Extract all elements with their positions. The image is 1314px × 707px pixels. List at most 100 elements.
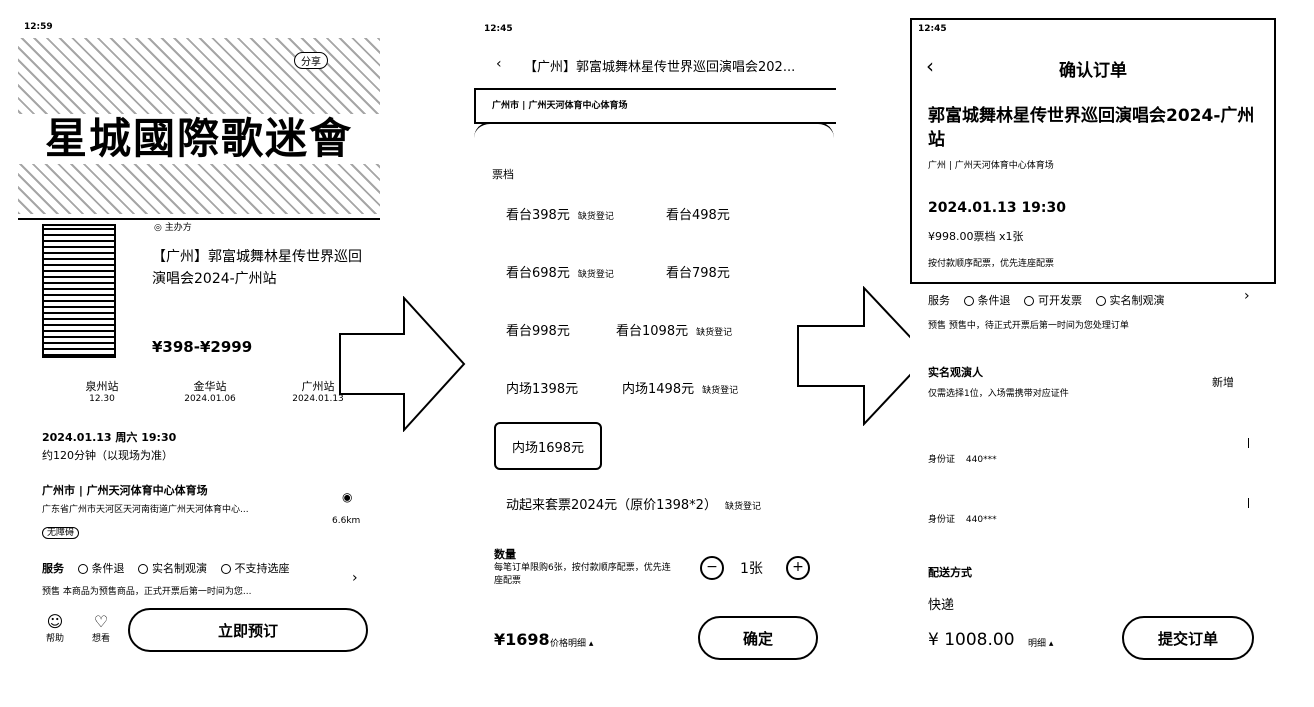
venue-address: 广东省广州市天河区天河南街道广州天河体育中心... bbox=[42, 505, 249, 515]
presale-note: 预售 本商品为预售商品，正式开票后第一时间为您... bbox=[42, 587, 252, 597]
share-label: 分享 bbox=[301, 57, 321, 68]
confirm-button[interactable]: 确定 bbox=[698, 616, 818, 660]
stockout-tag: 缺货登记 bbox=[577, 270, 614, 280]
caret-up-icon: ▴ bbox=[1048, 639, 1054, 649]
station-name: 广州站 bbox=[301, 380, 335, 393]
screen-event-detail: 12:59 星城國際歌迷會 分享 ◎ 主办方 【广州】郭富城舞林星传世界巡回演唱… bbox=[18, 18, 380, 658]
want-label: 想看 bbox=[91, 634, 110, 644]
detail-label: 明细 bbox=[1028, 639, 1047, 649]
event-duration: 约120分钟（以现场为准） bbox=[42, 449, 173, 462]
attendee-row[interactable]: 身份证 440*** bbox=[928, 452, 1258, 465]
id-masked: 440*** bbox=[965, 515, 997, 525]
venue-name[interactable]: 广州市 | 广州天河体育中心体育场 bbox=[42, 484, 208, 497]
station-广州[interactable]: 广州站 2024.01.13 bbox=[286, 378, 350, 404]
attendee-row[interactable]: 身份证 440*** bbox=[928, 512, 1258, 525]
hero-banner: 12:59 星城國際歌迷會 分享 bbox=[18, 18, 380, 220]
check-icon bbox=[138, 564, 148, 574]
ticket-label: 看台998元 bbox=[506, 324, 570, 339]
event-poster bbox=[42, 224, 116, 358]
services-row[interactable]: 服务 条件退 可开发票 实名制观演 bbox=[928, 292, 1258, 308]
price-detail-link[interactable]: 价格明细 ▴ bbox=[550, 636, 593, 649]
caret-up-icon: ▴ bbox=[588, 639, 594, 649]
hero-text: 星城國際歌迷會 bbox=[18, 114, 380, 164]
ticket-label: 内场1398元 bbox=[506, 382, 579, 397]
station-date: 12.30 bbox=[89, 394, 115, 404]
service-item: 不支持选座 bbox=[234, 562, 290, 575]
quantity-value: 1张 bbox=[740, 561, 763, 577]
station-金华[interactable]: 金华站 2024.01.06 bbox=[178, 378, 242, 404]
help-button[interactable]: ☺ 帮助 bbox=[40, 612, 70, 644]
attendee-title: 实名观演人 bbox=[928, 366, 983, 379]
help-icon: ☺ bbox=[46, 612, 64, 631]
stockout-tag: 缺货登记 bbox=[702, 386, 739, 396]
venue-line: 广州市 | 广州天河体育中心体育场 bbox=[492, 101, 628, 111]
ticket-option[interactable]: 动起来套票2024元（原价1398*2）缺货登记 bbox=[506, 494, 761, 513]
id-type: 身份证 bbox=[928, 515, 956, 525]
plus-icon[interactable]: + bbox=[786, 556, 810, 580]
minus-icon[interactable]: − bbox=[700, 556, 724, 580]
attendee-add-button[interactable]: 新增 bbox=[1212, 376, 1234, 389]
ticket-label: 看台698元 bbox=[506, 266, 570, 281]
ticket-option-selected[interactable]: 内场1698元 bbox=[494, 422, 602, 470]
service-item: 可开发票 bbox=[1038, 294, 1082, 307]
presale-note: 预售中，待正式开票后第一时间为您处理订单 bbox=[948, 321, 1129, 331]
ticket-label: 看台398元 bbox=[506, 208, 570, 223]
ticket-label: 看台798元 bbox=[666, 266, 730, 281]
flow-arrow-2 bbox=[796, 286, 932, 426]
venue-tag-label: 无障碍 bbox=[42, 527, 80, 539]
services-row[interactable]: 服务 条件退 实名制观演 不支持选座 bbox=[42, 560, 362, 576]
order-venue-line: 广州 | 广州天河体育中心体育场 bbox=[928, 161, 1054, 171]
id-masked: 440*** bbox=[965, 455, 997, 465]
ticket-label: 内场1698元 bbox=[511, 440, 585, 456]
ticket-option[interactable]: 看台698元缺货登记 bbox=[506, 262, 614, 281]
check-icon bbox=[77, 564, 88, 574]
location-icon[interactable]: ◉ bbox=[342, 490, 353, 504]
service-item: 条件退 bbox=[91, 562, 125, 575]
attendee-checkbox[interactable] bbox=[1248, 438, 1249, 448]
service-item: 实名制观演 bbox=[152, 562, 207, 575]
header-title: 【广州】郭富城舞林星传世界巡回演唱会202... bbox=[524, 60, 796, 75]
total-price: ¥1698 bbox=[494, 630, 550, 649]
organizer-row: ◎ 主办方 bbox=[154, 220, 192, 233]
ticket-option[interactable]: 看台398元缺货登记 bbox=[506, 204, 614, 223]
station-date: 2024.01.06 bbox=[184, 394, 236, 404]
ticket-option[interactable]: 看台498元 bbox=[666, 204, 738, 223]
event-datetime: 2024.01.13 周六 19:30 bbox=[42, 431, 177, 444]
attendee-checkbox[interactable] bbox=[1248, 498, 1249, 508]
check-icon bbox=[1024, 296, 1034, 306]
presale-row: 预售 预售中，待正式开票后第一时间为您处理订单 bbox=[928, 318, 1129, 331]
want-button[interactable]: ♡ 想看 bbox=[86, 612, 116, 644]
ticket-option[interactable]: 看台1098元缺货登记 bbox=[616, 320, 732, 339]
back-icon[interactable]: ‹ bbox=[926, 54, 934, 78]
buy-now-button[interactable]: 立即预订 bbox=[128, 608, 368, 652]
status-time: 12:45 bbox=[918, 24, 947, 34]
ticket-option[interactable]: 内场1398元 bbox=[506, 378, 586, 397]
back-icon[interactable]: ‹ bbox=[496, 56, 502, 72]
chevron-right-icon[interactable]: › bbox=[1244, 288, 1250, 304]
check-icon bbox=[220, 564, 231, 574]
venue-banner: 广州市 | 广州天河体育中心体育场 bbox=[474, 88, 836, 124]
arrow-right-icon bbox=[797, 286, 930, 426]
buy-now-label: 立即预订 bbox=[217, 621, 278, 640]
presale-label: 预售 bbox=[928, 321, 947, 331]
station-泉州[interactable]: 泉州站 12.30 bbox=[72, 378, 132, 404]
order-event-title: 郭富城舞林星传世界巡回演唱会2024-广州站 bbox=[928, 106, 1255, 150]
detail-link[interactable]: 明细 ▴ bbox=[1028, 636, 1053, 649]
service-label: 服务 bbox=[42, 562, 64, 575]
ticket-label: 动起来套票2024元（原价1398*2） bbox=[506, 498, 717, 513]
price-range: ¥398-¥2999 bbox=[152, 338, 253, 356]
station-date: 2024.01.13 bbox=[292, 394, 344, 404]
ticket-option[interactable]: 看台798元 bbox=[666, 262, 738, 281]
ticket-label: 看台1098元 bbox=[616, 324, 689, 339]
share-button[interactable]: 分享 bbox=[294, 52, 328, 69]
order-header: 12:45 ‹ 确认订单 郭富城舞林星传世界巡回演唱会2024-广州站 广州 |… bbox=[910, 18, 1276, 284]
delivery-value: 快递 bbox=[928, 598, 955, 613]
ticket-option[interactable]: 看台998元 bbox=[506, 320, 578, 339]
station-name: 泉州站 bbox=[85, 380, 119, 393]
delivery-title: 配送方式 bbox=[928, 566, 972, 579]
order-ticket-line: ¥998.00票档 x1张 bbox=[928, 230, 1024, 243]
ticket-option[interactable]: 内场1498元缺货登记 bbox=[622, 378, 738, 397]
chevron-right-icon[interactable]: › bbox=[352, 570, 358, 586]
submit-order-button[interactable]: 提交订单 bbox=[1122, 616, 1254, 660]
event-title: 【广州】郭富城舞林星传世界巡回演唱会2024-广州站 bbox=[152, 249, 362, 287]
